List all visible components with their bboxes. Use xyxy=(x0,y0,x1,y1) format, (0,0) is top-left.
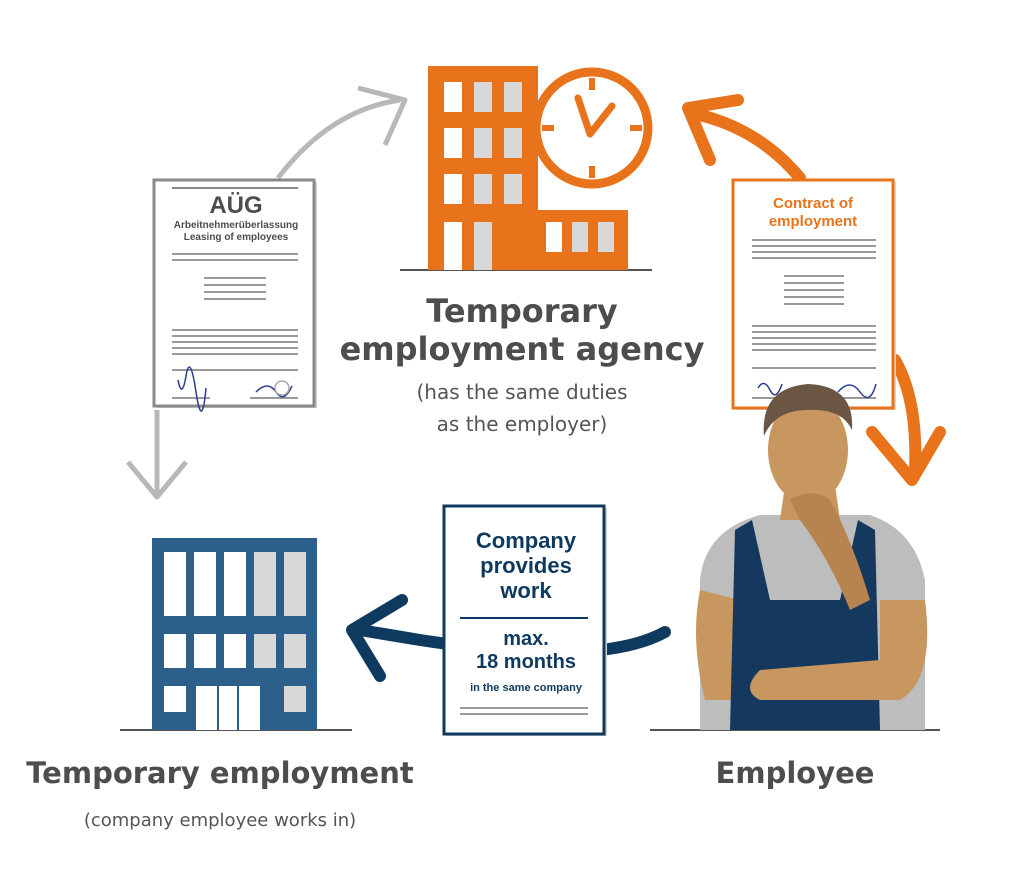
orange-arrow-to-agency xyxy=(682,94,806,184)
orange-arrow-to-employee xyxy=(866,354,946,486)
max-line1: max. xyxy=(503,628,549,650)
same-company-label: in the same company xyxy=(470,682,582,694)
provides-document-title: Company provides work xyxy=(446,528,606,603)
contract-document xyxy=(731,178,896,410)
contract-line2: employment xyxy=(768,213,858,230)
aug-document-title: AÜG xyxy=(209,192,263,219)
provides-document xyxy=(442,504,607,736)
max-duration-label: max. 18 months xyxy=(446,628,606,674)
employee-figure-icon xyxy=(650,384,940,731)
provides-line2: provides xyxy=(480,553,572,578)
aug-document-line2: Leasing of employees xyxy=(183,232,289,243)
aug-document-line1: Arbeitnehmerüberlassung xyxy=(173,220,299,231)
contract-document-title: Contract of employment xyxy=(735,195,891,231)
aug-document-subtitle: Arbeitnehmerüberlassung Leasing of emplo… xyxy=(158,220,314,244)
aug-document xyxy=(152,178,317,412)
temporary-employment-subtitle: (company employee works in) xyxy=(83,810,357,831)
agency-title: Temporary employment agency xyxy=(339,292,705,368)
contract-line1: Contract of xyxy=(773,195,853,212)
employee-title: Employee xyxy=(715,756,875,790)
agency-subtitle: (has the same duties as the employer) xyxy=(362,376,682,440)
gray-arrow-to-agency xyxy=(276,85,408,180)
agency-building-icon xyxy=(400,66,652,271)
agency-subtitle-line1: (has the same duties xyxy=(416,380,628,404)
max-line2: 18 months xyxy=(475,651,577,673)
clock-icon xyxy=(531,67,653,189)
company-building-icon xyxy=(120,538,352,731)
temporary-employment-title: Temporary employment xyxy=(26,756,414,790)
provides-line3: work xyxy=(500,578,552,603)
agency-subtitle-line2: as the employer) xyxy=(436,412,608,436)
gray-arrow-to-company xyxy=(126,410,188,500)
provides-line1: Company xyxy=(475,528,577,553)
